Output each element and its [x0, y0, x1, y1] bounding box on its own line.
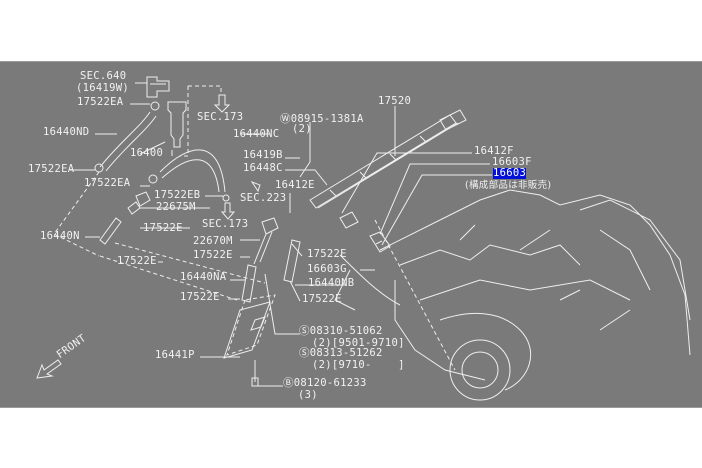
- label-16603g: 16603G: [307, 263, 347, 275]
- arrow-down-icon: [220, 202, 236, 220]
- label-16400: 16400: [130, 147, 164, 159]
- label-16603-selected[interactable]: 16603: [493, 167, 527, 179]
- label-16448c: 16448C: [243, 162, 283, 174]
- label-17522e: 17522E: [193, 249, 233, 261]
- label-16440n: 16440N: [40, 230, 80, 242]
- label-16440nd: 16440ND: [43, 126, 90, 138]
- label-08915-qty: (2): [292, 123, 312, 135]
- diagram-panel: [0, 61, 702, 408]
- label-08310-qty: (2)[9501-9710]: [312, 337, 405, 349]
- label-17522e: 17522E: [307, 248, 347, 260]
- label-22670m: 22670M: [193, 235, 233, 247]
- hose-16440nd: [99, 111, 157, 172]
- label-17522e: 17522E: [302, 293, 342, 305]
- bracket-part: [146, 76, 170, 98]
- label-17522e: 17522E: [180, 291, 220, 303]
- label-16441p: 16441P: [155, 349, 195, 361]
- label-16412e: 16412E: [275, 179, 315, 191]
- label-17522e: 17522E: [143, 222, 183, 234]
- arrow-right-icon: [250, 180, 261, 193]
- label-17522e: 17522E: [117, 255, 157, 267]
- label-08313-qty: (2)[9710- ]: [312, 359, 405, 371]
- label-17522ea: 17522EA: [84, 177, 131, 189]
- label-17522ea: 17522EA: [77, 96, 124, 108]
- label-16419w: (16419W): [76, 82, 129, 94]
- label-16440na: 16440NA: [180, 271, 227, 283]
- label-17522eb: 17522EB: [154, 189, 201, 201]
- label-16419b: 16419B: [243, 149, 283, 161]
- label-08313-51262: Ⓢ08313-51262: [299, 347, 383, 359]
- label-08120-qty: (3): [298, 389, 318, 401]
- label-sec640: SEC.640: [80, 70, 127, 82]
- label-note: (構成部品は非販売): [465, 180, 552, 191]
- label-08310-51062: Ⓢ08310-51062: [299, 325, 383, 337]
- label-08915-1381a: Ⓦ08915-1381A: [280, 113, 364, 125]
- label-17520: 17520: [378, 95, 412, 107]
- label-16440nc: 16440NC: [233, 128, 280, 140]
- label-sec223: SEC.223: [240, 192, 287, 204]
- fuel-rail: [309, 114, 459, 209]
- label-17522ea: 17522EA: [28, 163, 75, 175]
- label-sec173: SEC.173: [202, 218, 249, 230]
- hose-16440nc: [159, 149, 226, 193]
- label-22675m: 22675M: [156, 201, 196, 213]
- label-sec173: SEC.173: [197, 111, 244, 123]
- front-arrow-icon: [36, 359, 62, 379]
- label-16412f: 16412F: [474, 145, 514, 157]
- arrow-down-icon: [213, 94, 231, 113]
- fuel-filter: [167, 101, 187, 156]
- label-16440nb: 16440NB: [308, 277, 355, 289]
- label-16603f: 16603F: [492, 156, 532, 168]
- engine-block: [334, 189, 691, 401]
- label-08120-61233: Ⓑ08120-61233: [283, 377, 367, 389]
